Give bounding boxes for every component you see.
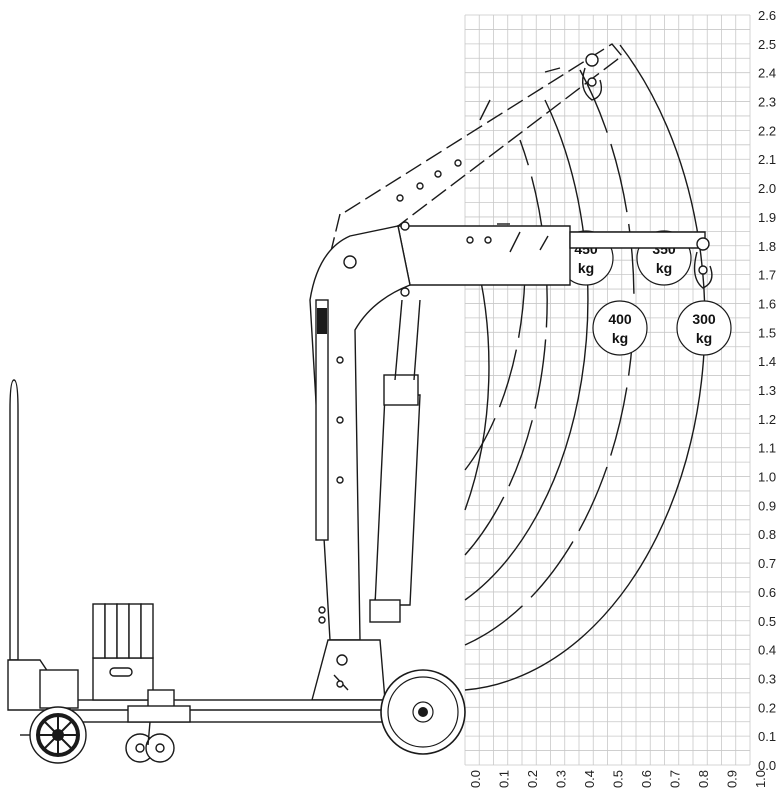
- height-tick-label: 2.5: [758, 37, 776, 52]
- height-tick-label: 0.9: [758, 498, 776, 513]
- height-tick-label: 2.0: [758, 181, 776, 196]
- height-tick-label: 1.9: [758, 210, 776, 225]
- reach-tick-label: 0.5: [611, 770, 626, 788]
- arc-300: [464, 69, 635, 646]
- capacity-weight: 300: [692, 311, 716, 327]
- reach-tick-label: 0.8: [696, 770, 711, 788]
- height-scale: 0.0 0.1 0.2 0.3 0.4 0.5 0.6 0.7 0.8 0.9 1.0 1.1 1.2 1…: [758, 8, 776, 773]
- height-tick-label: 1.0: [758, 470, 776, 485]
- arc-400: [464, 139, 548, 556]
- height-tick-label: 2.2: [758, 123, 776, 138]
- height-tick-label: 1.2: [758, 412, 776, 427]
- chassis: [69, 699, 391, 723]
- reach-tick-label: 0.4: [582, 770, 597, 788]
- height-tick-label: 0.6: [758, 585, 776, 600]
- hydraulic-cylinder: [369, 299, 421, 623]
- capacity-unit: kg: [696, 330, 712, 346]
- height-tick-label: 0.4: [758, 643, 776, 658]
- height-tick-label: 0.1: [758, 729, 776, 744]
- height-tick-label: 2.4: [758, 66, 776, 81]
- raised-hook-icon: [582, 53, 603, 101]
- height-tick-label: 1.7: [758, 268, 776, 283]
- hook-icon: [693, 237, 713, 289]
- height-tick-label: 0.3: [758, 671, 776, 686]
- height-tick-label: 2.1: [758, 152, 776, 167]
- capacity-label-300: 300 kg: [676, 300, 732, 356]
- horizontal-boom: [397, 221, 713, 297]
- counterweight: [92, 603, 154, 701]
- capacity-label-400: 400 kg: [592, 300, 648, 356]
- height-tick-label: 1.8: [758, 239, 776, 254]
- height-tick-label: 1.5: [758, 325, 776, 340]
- height-tick-label: 0.0: [758, 758, 776, 773]
- height-tick-label: 0.8: [758, 527, 776, 542]
- height-tick-label: 0.7: [758, 556, 776, 571]
- capacity-unit: kg: [578, 260, 594, 276]
- arc-350: [464, 99, 589, 601]
- rear-wheel-icon: [380, 669, 466, 755]
- reach-tick-label: 0.6: [639, 770, 654, 788]
- reach-tick-label: 0.2: [525, 770, 540, 788]
- arc-inner-2: [464, 44, 706, 691]
- height-tick-label: 1.4: [758, 354, 776, 369]
- capacity-unit: kg: [612, 330, 628, 346]
- reach-tick-label: 0.9: [725, 770, 740, 788]
- mast: [309, 225, 411, 641]
- caster-wheel-icon: [125, 689, 191, 763]
- height-tick-label: 0.2: [758, 700, 776, 715]
- load-arcs: [464, 44, 706, 691]
- tow-handle: [7, 379, 79, 711]
- height-tick-label: 1.3: [758, 383, 776, 398]
- reach-tick-label: 0.7: [668, 770, 683, 788]
- reach-tick-label: 0.3: [554, 770, 569, 788]
- capacity-unit: kg: [656, 260, 672, 276]
- height-tick-label: 1.6: [758, 296, 776, 311]
- capacity-weight: 400: [608, 311, 632, 327]
- measurement-grid: [464, 14, 751, 766]
- reach-tick-label: 1.0: [753, 770, 768, 788]
- pump-handle: [315, 299, 329, 624]
- height-tick-label: 2.3: [758, 95, 776, 110]
- height-tick-label: 2.6: [758, 8, 776, 23]
- height-tick-label: 0.5: [758, 614, 776, 629]
- mast-base: [311, 639, 386, 701]
- counterweight-plates: [92, 603, 154, 659]
- reach-scale: 0.0 0.1 0.2 0.3 0.4 0.5 0.6 0.7 0.8 0.9 1.0: [468, 770, 768, 788]
- reach-tick-label: 0.0: [468, 770, 483, 788]
- crane-illustration: [7, 43, 713, 764]
- height-tick-label: 1.1: [758, 441, 776, 456]
- reach-tick-label: 0.1: [497, 770, 512, 788]
- steering-wheel-icon: [20, 706, 87, 764]
